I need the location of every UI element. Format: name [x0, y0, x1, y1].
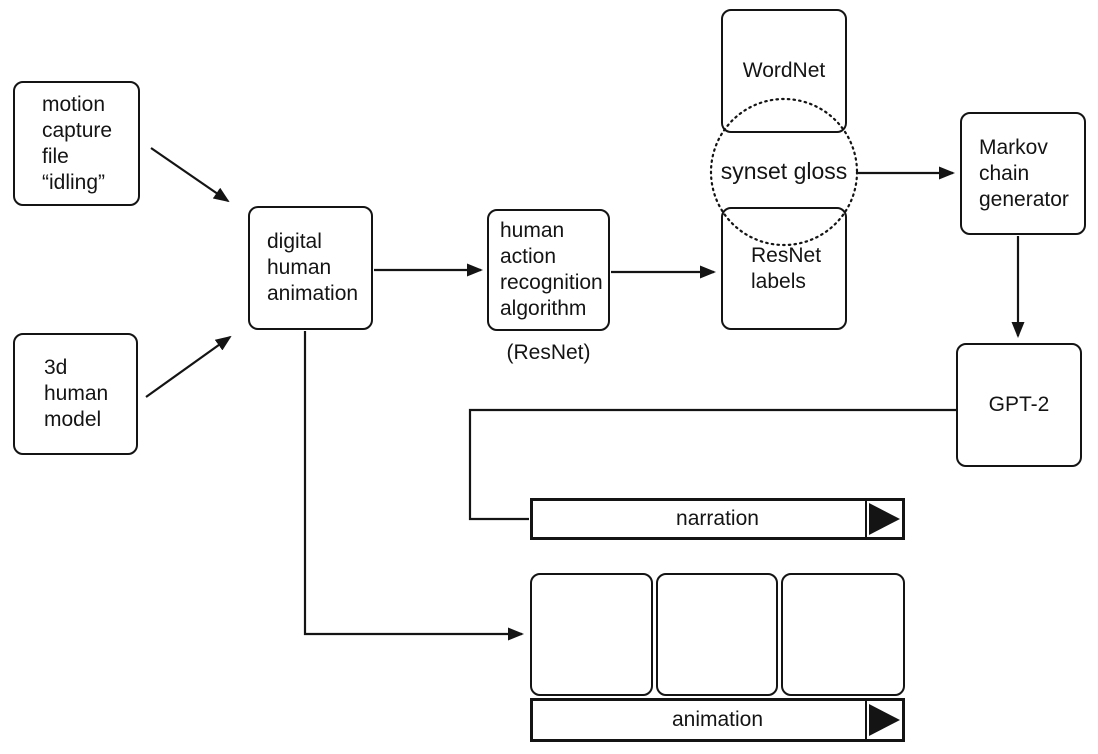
edge-digital-human-to-animation: [303, 331, 524, 641]
narration-bar: narration: [530, 498, 905, 540]
node-human-action-recognition-label: human action recognition algorithm: [500, 219, 603, 320]
animation-bar: animation: [530, 698, 905, 742]
edge-gpt2-to-narration: [468, 408, 956, 521]
animation-frame: [530, 573, 653, 696]
node-gpt2: GPT-2: [956, 343, 1082, 467]
node-gpt2-label: GPT-2: [988, 393, 1050, 416]
node-resnet-labels: ResNet labels: [721, 207, 847, 330]
edge-3d-model-to-digital-human: [145, 335, 232, 398]
node-motion-capture-file-label: motion capture file “idling”: [42, 92, 113, 194]
play-icon: [865, 701, 902, 739]
animation-bar-label: animation: [671, 708, 764, 731]
node-digital-human-animation-label: digital human animation: [267, 230, 359, 305]
node-motion-capture-file: motion capture file “idling”: [13, 81, 140, 206]
node-markov-chain-generator-label: Markov chain generator: [979, 135, 1069, 211]
animation-frame: [656, 573, 778, 696]
resnet-caption: (ResNet): [506, 341, 591, 364]
node-wordnet-label: WordNet: [742, 59, 826, 82]
narration-bar-label: narration: [676, 507, 759, 530]
play-triangle: [869, 503, 900, 535]
play-icon: [865, 501, 902, 537]
node-digital-human-animation: digital human animation: [248, 206, 373, 330]
synset-gloss-label: synset gloss: [720, 158, 848, 184]
node-3d-human-model: 3d human model: [13, 333, 138, 455]
node-wordnet: WordNet: [721, 9, 847, 133]
node-3d-human-model-label: 3d human model: [44, 356, 109, 431]
animation-frame: [781, 573, 905, 696]
node-resnet-labels-label: ResNet labels: [751, 243, 822, 293]
node-markov-chain-generator: Markov chain generator: [960, 112, 1086, 235]
node-human-action-recognition: human action recognition algorithm: [487, 209, 610, 331]
edge-motion-capture-to-digital-human: [150, 147, 230, 203]
play-triangle: [869, 704, 900, 736]
